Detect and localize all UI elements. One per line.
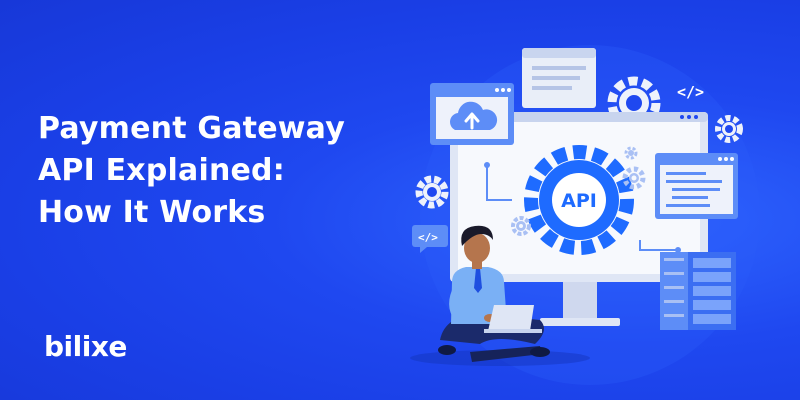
api-label: API <box>561 190 597 212</box>
gear-icon <box>622 166 646 190</box>
code-tag-icon: </> <box>418 231 438 244</box>
brand-logo: bilixe <box>44 330 127 363</box>
title-line-3: How It Works <box>38 195 266 230</box>
api-gear-icon <box>524 145 634 255</box>
gear-icon <box>511 216 531 236</box>
server-rack-icon <box>660 252 736 330</box>
gear-icon <box>624 146 638 160</box>
cloud-upload-icon <box>450 101 498 130</box>
laptop-icon <box>484 305 542 333</box>
gear-icon <box>715 115 743 143</box>
title-line-2: API Explained: <box>38 153 285 188</box>
title-line-1: Payment Gateway <box>38 111 345 146</box>
code-tag-icon: </> <box>677 83 704 101</box>
notepad-window <box>522 48 596 108</box>
code-window <box>655 153 738 219</box>
cloud-upload-window <box>430 83 514 145</box>
gear-icon <box>415 175 449 209</box>
page-title: Payment Gateway API Explained: How It Wo… <box>38 108 418 234</box>
chat-bubble-icon <box>412 225 448 253</box>
